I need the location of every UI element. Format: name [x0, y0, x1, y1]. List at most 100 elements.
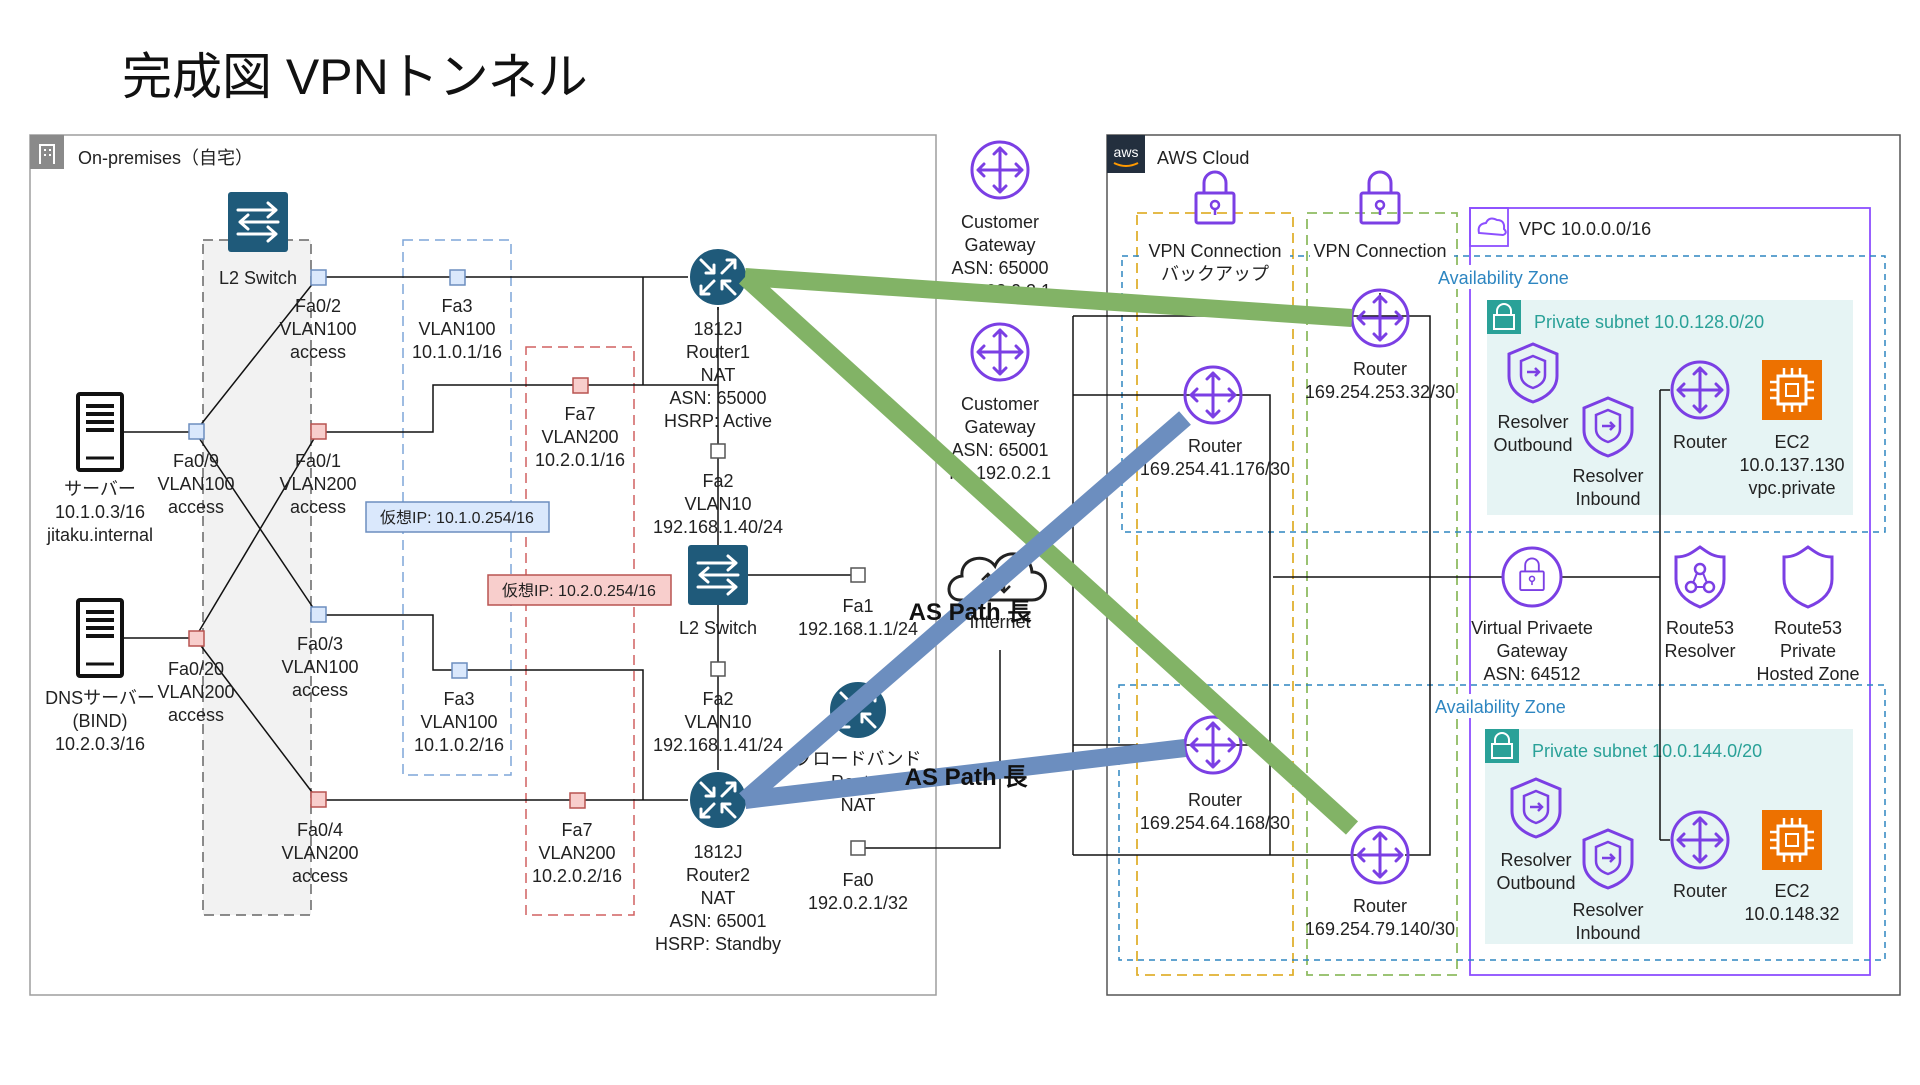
tunnel-blue-1 — [739, 411, 1191, 807]
as-path-label-2: AS Path 長 — [905, 764, 1029, 791]
svg-text:Fa0/4: Fa0/4 — [297, 820, 343, 840]
svg-text:169.254.253.32/30: 169.254.253.32/30 — [1305, 382, 1455, 402]
svg-text:169.254.79.140/30: 169.254.79.140/30 — [1305, 919, 1455, 939]
svg-text:Resolver: Resolver — [1572, 900, 1643, 920]
customer-gateway-2-icon — [970, 322, 1030, 382]
svg-text:Router: Router — [1188, 790, 1242, 810]
svg-text:192.0.2.1/32: 192.0.2.1/32 — [808, 893, 908, 913]
svg-text:Gateway: Gateway — [1496, 641, 1567, 661]
svg-text:10.2.0.3/16: 10.2.0.3/16 — [55, 734, 145, 754]
as-path-label-1: AS Path 長 — [909, 599, 1033, 626]
page-title: 完成図 VPNトンネル — [122, 49, 588, 105]
resolver-inbound-2-label: Resolver Inbound — [1572, 900, 1643, 943]
server-icon — [76, 392, 124, 472]
server2-label: DNSサーバー (BIND) 10.2.0.3/16 — [45, 688, 155, 754]
vpc-icon — [1469, 207, 1509, 247]
vpc-label: VPC 10.0.0.0/16 — [1519, 219, 1651, 239]
az1-label: Availability Zone — [1438, 268, 1569, 288]
subnet1-label: Private subnet 10.0.128.0/20 — [1534, 312, 1764, 332]
svg-text:(BIND): (BIND) — [73, 711, 128, 731]
svg-text:jitaku.internal: jitaku.internal — [46, 525, 153, 545]
svg-text:10.0.148.32: 10.0.148.32 — [1744, 904, 1839, 924]
vpc-router-2-icon — [1670, 810, 1730, 870]
router2-fa2-label: Fa2 VLAN10 192.168.1.41/24 — [653, 689, 783, 755]
svg-text:サーバー: サーバー — [64, 479, 136, 499]
svg-text:DNSサーバー: DNSサーバー — [45, 688, 155, 708]
svg-text:Router2: Router2 — [686, 865, 750, 885]
route53-phz-icon — [1782, 545, 1834, 609]
ec2-2-label: EC2 10.0.148.32 — [1744, 881, 1839, 924]
svg-text:access: access — [292, 866, 348, 886]
aws-cloud-label: AWS Cloud — [1157, 148, 1249, 168]
svg-text:VLAN100: VLAN100 — [279, 319, 356, 339]
svg-text:ASN: 65001: ASN: 65001 — [669, 911, 766, 931]
subnet2-label: Private subnet 10.0.144.0/20 — [1532, 741, 1762, 761]
onprem-label: On-premises（自宅） — [78, 148, 253, 168]
aws-router-d-label: Router 169.254.79.140/30 — [1305, 896, 1455, 939]
svg-text:ASN: 64512: ASN: 64512 — [1483, 664, 1580, 684]
ec2-1-label: EC2 10.0.137.130 vpc.private — [1739, 432, 1844, 498]
router1-fa7-label: Fa7 VLAN200 10.2.0.1/16 — [535, 404, 625, 470]
onprem-group — [29, 134, 937, 996]
svg-text:Fa7: Fa7 — [561, 820, 592, 840]
svg-text:Fa0/3: Fa0/3 — [297, 634, 343, 654]
svg-text:HSRP: Active: HSRP: Active — [664, 411, 772, 431]
svg-text:VLAN200: VLAN200 — [541, 427, 618, 447]
svg-text:Fa3: Fa3 — [443, 689, 474, 709]
svg-text:10.1.0.2/16: 10.1.0.2/16 — [414, 735, 504, 755]
svg-text:10.2.0.1/16: 10.2.0.1/16 — [535, 450, 625, 470]
fa01-label: Fa0/1 VLAN200 access — [279, 451, 356, 517]
vgw-label: Virtual Privaete Gateway ASN: 64512 — [1471, 618, 1593, 684]
svg-text:access: access — [290, 342, 346, 362]
vpn-connection-backup-label: VPN Connection バックアップ — [1148, 241, 1281, 284]
ec2-2-icon — [1760, 808, 1824, 872]
svg-text:Route53: Route53 — [1666, 618, 1734, 638]
route53-resolver-label: Route53 Resolver — [1664, 618, 1735, 661]
svg-text:VLAN10: VLAN10 — [684, 712, 751, 732]
svg-text:NAT: NAT — [701, 888, 736, 908]
svg-text:Resolver: Resolver — [1500, 850, 1571, 870]
svg-text:access: access — [168, 705, 224, 725]
vip2-box — [487, 574, 672, 606]
vip1-label: 仮想IP: 10.1.0.254/16 — [380, 509, 534, 527]
svg-text:1812J: 1812J — [693, 842, 742, 862]
router2-icon — [687, 769, 749, 831]
svg-text:Fa0/1: Fa0/1 — [295, 451, 341, 471]
svg-text:VLAN200: VLAN200 — [279, 474, 356, 494]
svg-text:VLAN100: VLAN100 — [420, 712, 497, 732]
svg-text:Resolver: Resolver — [1664, 641, 1735, 661]
svg-text:Customer: Customer — [961, 394, 1039, 414]
svg-text:Inbound: Inbound — [1575, 489, 1640, 509]
svg-text:Fa2: Fa2 — [702, 689, 733, 709]
svg-text:Fa0: Fa0 — [842, 870, 873, 890]
az2-box — [1118, 684, 1886, 961]
svg-text:VLAN200: VLAN200 — [281, 843, 358, 863]
l2-switch-icon — [226, 190, 290, 254]
resolver-outbound-1-label: Resolver Outbound — [1493, 412, 1572, 455]
svg-text:ASN: 65001: ASN: 65001 — [951, 440, 1048, 460]
svg-text:HSRP: Standby: HSRP: Standby — [655, 934, 781, 954]
router2-label: 1812J Router2 NAT ASN: 65001 HSRP: Stand… — [655, 842, 781, 954]
svg-text:access: access — [292, 680, 348, 700]
svg-text:Fa2: Fa2 — [702, 471, 733, 491]
aws-router-c-label: Router 169.254.64.168/30 — [1140, 790, 1290, 833]
svg-text:Fa0/20: Fa0/20 — [168, 659, 224, 679]
svg-text:VLAN200: VLAN200 — [538, 843, 615, 863]
vpn-connection-box — [1306, 212, 1458, 976]
svg-text:NAT: NAT — [701, 365, 736, 385]
internet-label: Internet — [969, 612, 1030, 632]
svg-text:Virtual Privaete: Virtual Privaete — [1471, 618, 1593, 638]
svg-text:vpc.private: vpc.private — [1748, 478, 1835, 498]
aws-router-b-label: Router 169.254.253.32/30 — [1305, 359, 1455, 402]
svg-text:Router: Router — [1188, 436, 1242, 456]
customer-gateway-1-icon — [970, 140, 1030, 200]
svg-text:10.1.0.3/16: 10.1.0.3/16 — [55, 502, 145, 522]
broadband-fa0-label: Fa0 192.0.2.1/32 — [808, 870, 908, 913]
svg-text:EC2: EC2 — [1774, 881, 1809, 901]
svg-text:VLAN200: VLAN200 — [157, 682, 234, 702]
vpn-lock-icon — [1359, 170, 1401, 225]
port-markers — [188, 269, 866, 856]
fa03-label: Fa0/3 VLAN100 access — [281, 634, 358, 700]
vpc-group — [1469, 207, 1871, 976]
svg-text:VPN Connection: VPN Connection — [1148, 241, 1281, 261]
